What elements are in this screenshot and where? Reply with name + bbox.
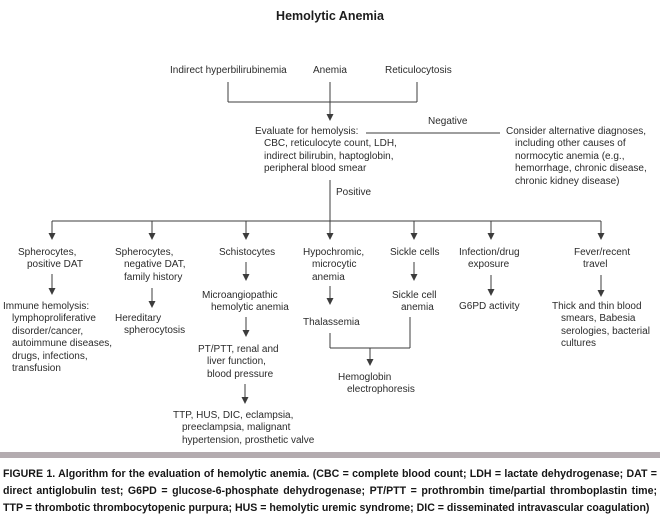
flowchart-title: Hemolytic Anemia bbox=[276, 9, 384, 23]
node-consider-alternative-diagnoses: Consider alternative diagnoses, includin… bbox=[506, 126, 647, 187]
node-evaluate-for-hemolysis: Evaluate for hemolysis: CBC, reticulocyt… bbox=[255, 126, 397, 175]
node-indirect-hyperbilirubinemia: Indirect hyperbilirubinemia bbox=[170, 65, 287, 76]
figure-caption: FIGURE 1. Algorithm for the evaluation o… bbox=[3, 468, 657, 514]
caption-divider-bar bbox=[0, 452, 660, 458]
node-pt-ptt-renal-liver: PT/PTT, renal and liver function, blood … bbox=[198, 344, 279, 380]
node-hypochromic-microcytic-anemia: Hypochromic, microcytic anemia bbox=[303, 247, 365, 283]
node-thalassemia: Thalassemia bbox=[303, 317, 360, 328]
node-hereditary-spherocytosis: Hereditary spherocytosis bbox=[115, 313, 186, 337]
node-fever-recent-travel: Fever/recent travel bbox=[574, 247, 631, 271]
node-anemia: Anemia bbox=[313, 65, 347, 76]
node-sickle-cell-anemia: Sickle cell anemia bbox=[392, 290, 437, 314]
edge-label-positive: Positive bbox=[336, 187, 372, 198]
edge-label-negative: Negative bbox=[428, 116, 468, 127]
node-hemoglobin-electrophoresis: Hemoglobin electrophoresis bbox=[338, 372, 415, 396]
node-ttp-hus-dic: TTP, HUS, DIC, eclampsia, preeclampsia, … bbox=[173, 410, 315, 446]
node-microangiopathic-hemolytic-anemia: Microangiopathic hemolytic anemia bbox=[202, 290, 289, 314]
node-infection-drug-exposure: Infection/drug exposure bbox=[459, 247, 520, 271]
node-thick-thin-blood-smears: Thick and thin blood smears, Babesia ser… bbox=[552, 301, 650, 350]
node-spherocytes-negative-dat: Spherocytes, negative DAT, family histor… bbox=[115, 247, 186, 283]
node-schistocytes: Schistocytes bbox=[219, 247, 276, 258]
node-sickle-cells: Sickle cells bbox=[390, 247, 440, 258]
node-immune-hemolysis: Immune hemolysis: lymphoproliferative di… bbox=[3, 301, 113, 375]
node-reticulocytosis: Reticulocytosis bbox=[385, 65, 452, 76]
node-g6pd-activity: G6PD activity bbox=[459, 301, 520, 312]
node-spherocytes-positive-dat: Spherocytes, positive DAT bbox=[18, 247, 83, 271]
